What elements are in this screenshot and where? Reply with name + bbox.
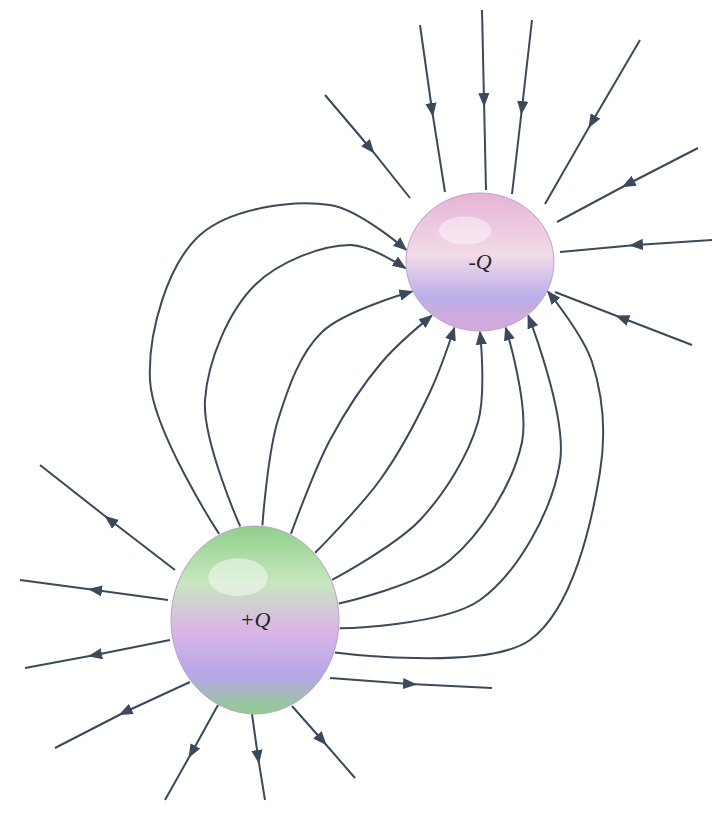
field-line — [330, 678, 492, 688]
sphere-highlight — [439, 217, 492, 245]
outer-field-lines — [20, 10, 712, 800]
sphere-body — [171, 526, 339, 714]
field-line — [55, 682, 190, 748]
field-line — [205, 245, 405, 526]
field-line — [420, 25, 445, 192]
field-line — [482, 10, 486, 190]
sphere-highlight — [208, 558, 268, 596]
field-line — [340, 316, 561, 629]
field-line — [165, 705, 218, 800]
field-line — [560, 240, 712, 252]
charge-sphere: +Q — [170, 525, 340, 715]
field-line — [291, 316, 432, 534]
field-line — [315, 328, 454, 553]
field-line — [339, 328, 524, 604]
charge-label: -Q — [468, 249, 491, 275]
sphere-body — [406, 193, 554, 331]
field-line — [252, 714, 265, 800]
field-line — [332, 332, 482, 580]
field-line — [555, 292, 692, 345]
field-line — [25, 640, 170, 668]
field-line — [545, 40, 640, 204]
field-line — [557, 148, 698, 222]
charge-label: +Q — [240, 607, 271, 633]
field-line — [150, 203, 406, 534]
field-line — [40, 465, 175, 570]
field-line — [20, 580, 168, 600]
field-line — [325, 95, 410, 198]
charge-sphere: -Q — [405, 192, 555, 332]
field-line — [512, 20, 532, 194]
field-line — [335, 292, 603, 659]
field-line — [262, 292, 412, 526]
field-line — [292, 706, 355, 778]
